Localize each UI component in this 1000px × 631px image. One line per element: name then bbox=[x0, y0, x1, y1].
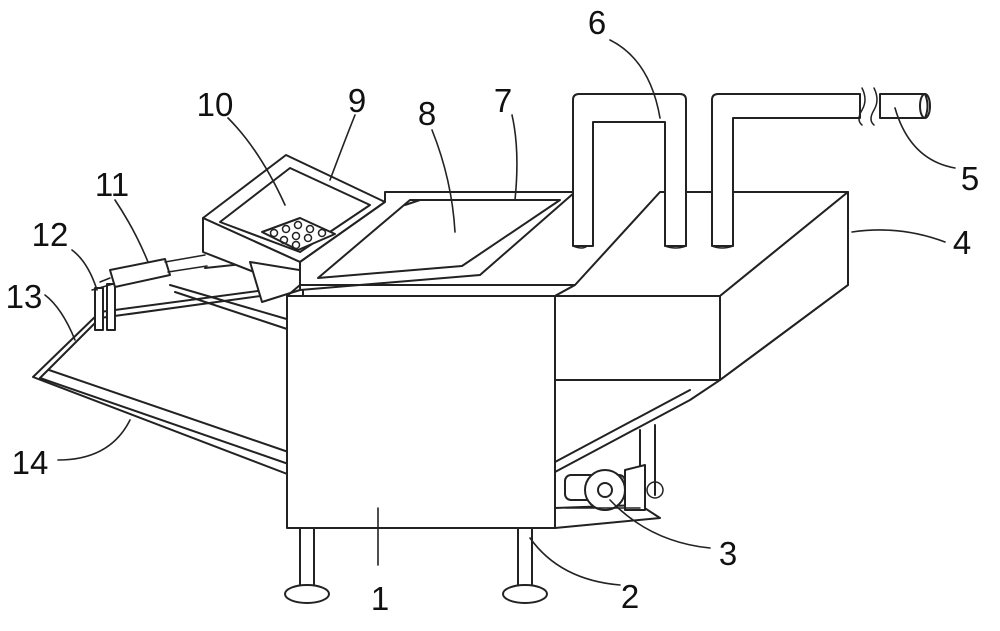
label-9: 9 bbox=[348, 82, 366, 119]
label-2: 2 bbox=[621, 578, 639, 615]
label-8: 8 bbox=[418, 95, 436, 132]
part-labels: 1 2 3 4 5 6 7 8 9 10 11 12 13 14 bbox=[6, 4, 980, 617]
label-7: 7 bbox=[494, 82, 512, 119]
label-13: 13 bbox=[6, 278, 43, 315]
legs-2 bbox=[284, 527, 548, 604]
label-1: 1 bbox=[371, 580, 389, 617]
cylinder-11 bbox=[99, 254, 208, 288]
leader-lines bbox=[44, 39, 956, 586]
label-6: 6 bbox=[588, 4, 606, 41]
body-1 bbox=[286, 284, 576, 529]
label-11: 11 bbox=[95, 166, 129, 203]
sieve-10 bbox=[261, 217, 336, 251]
motor-3 bbox=[554, 464, 664, 529]
label-10: 10 bbox=[197, 86, 234, 123]
label-3: 3 bbox=[719, 535, 737, 572]
pipe-5 bbox=[858, 87, 931, 126]
label-12: 12 bbox=[32, 216, 69, 253]
label-5: 5 bbox=[961, 160, 979, 197]
pipes-6 bbox=[572, 93, 861, 249]
label-14: 14 bbox=[12, 444, 49, 481]
label-4: 4 bbox=[953, 224, 971, 261]
chute-14 bbox=[32, 284, 304, 481]
box-4 bbox=[554, 191, 849, 381]
